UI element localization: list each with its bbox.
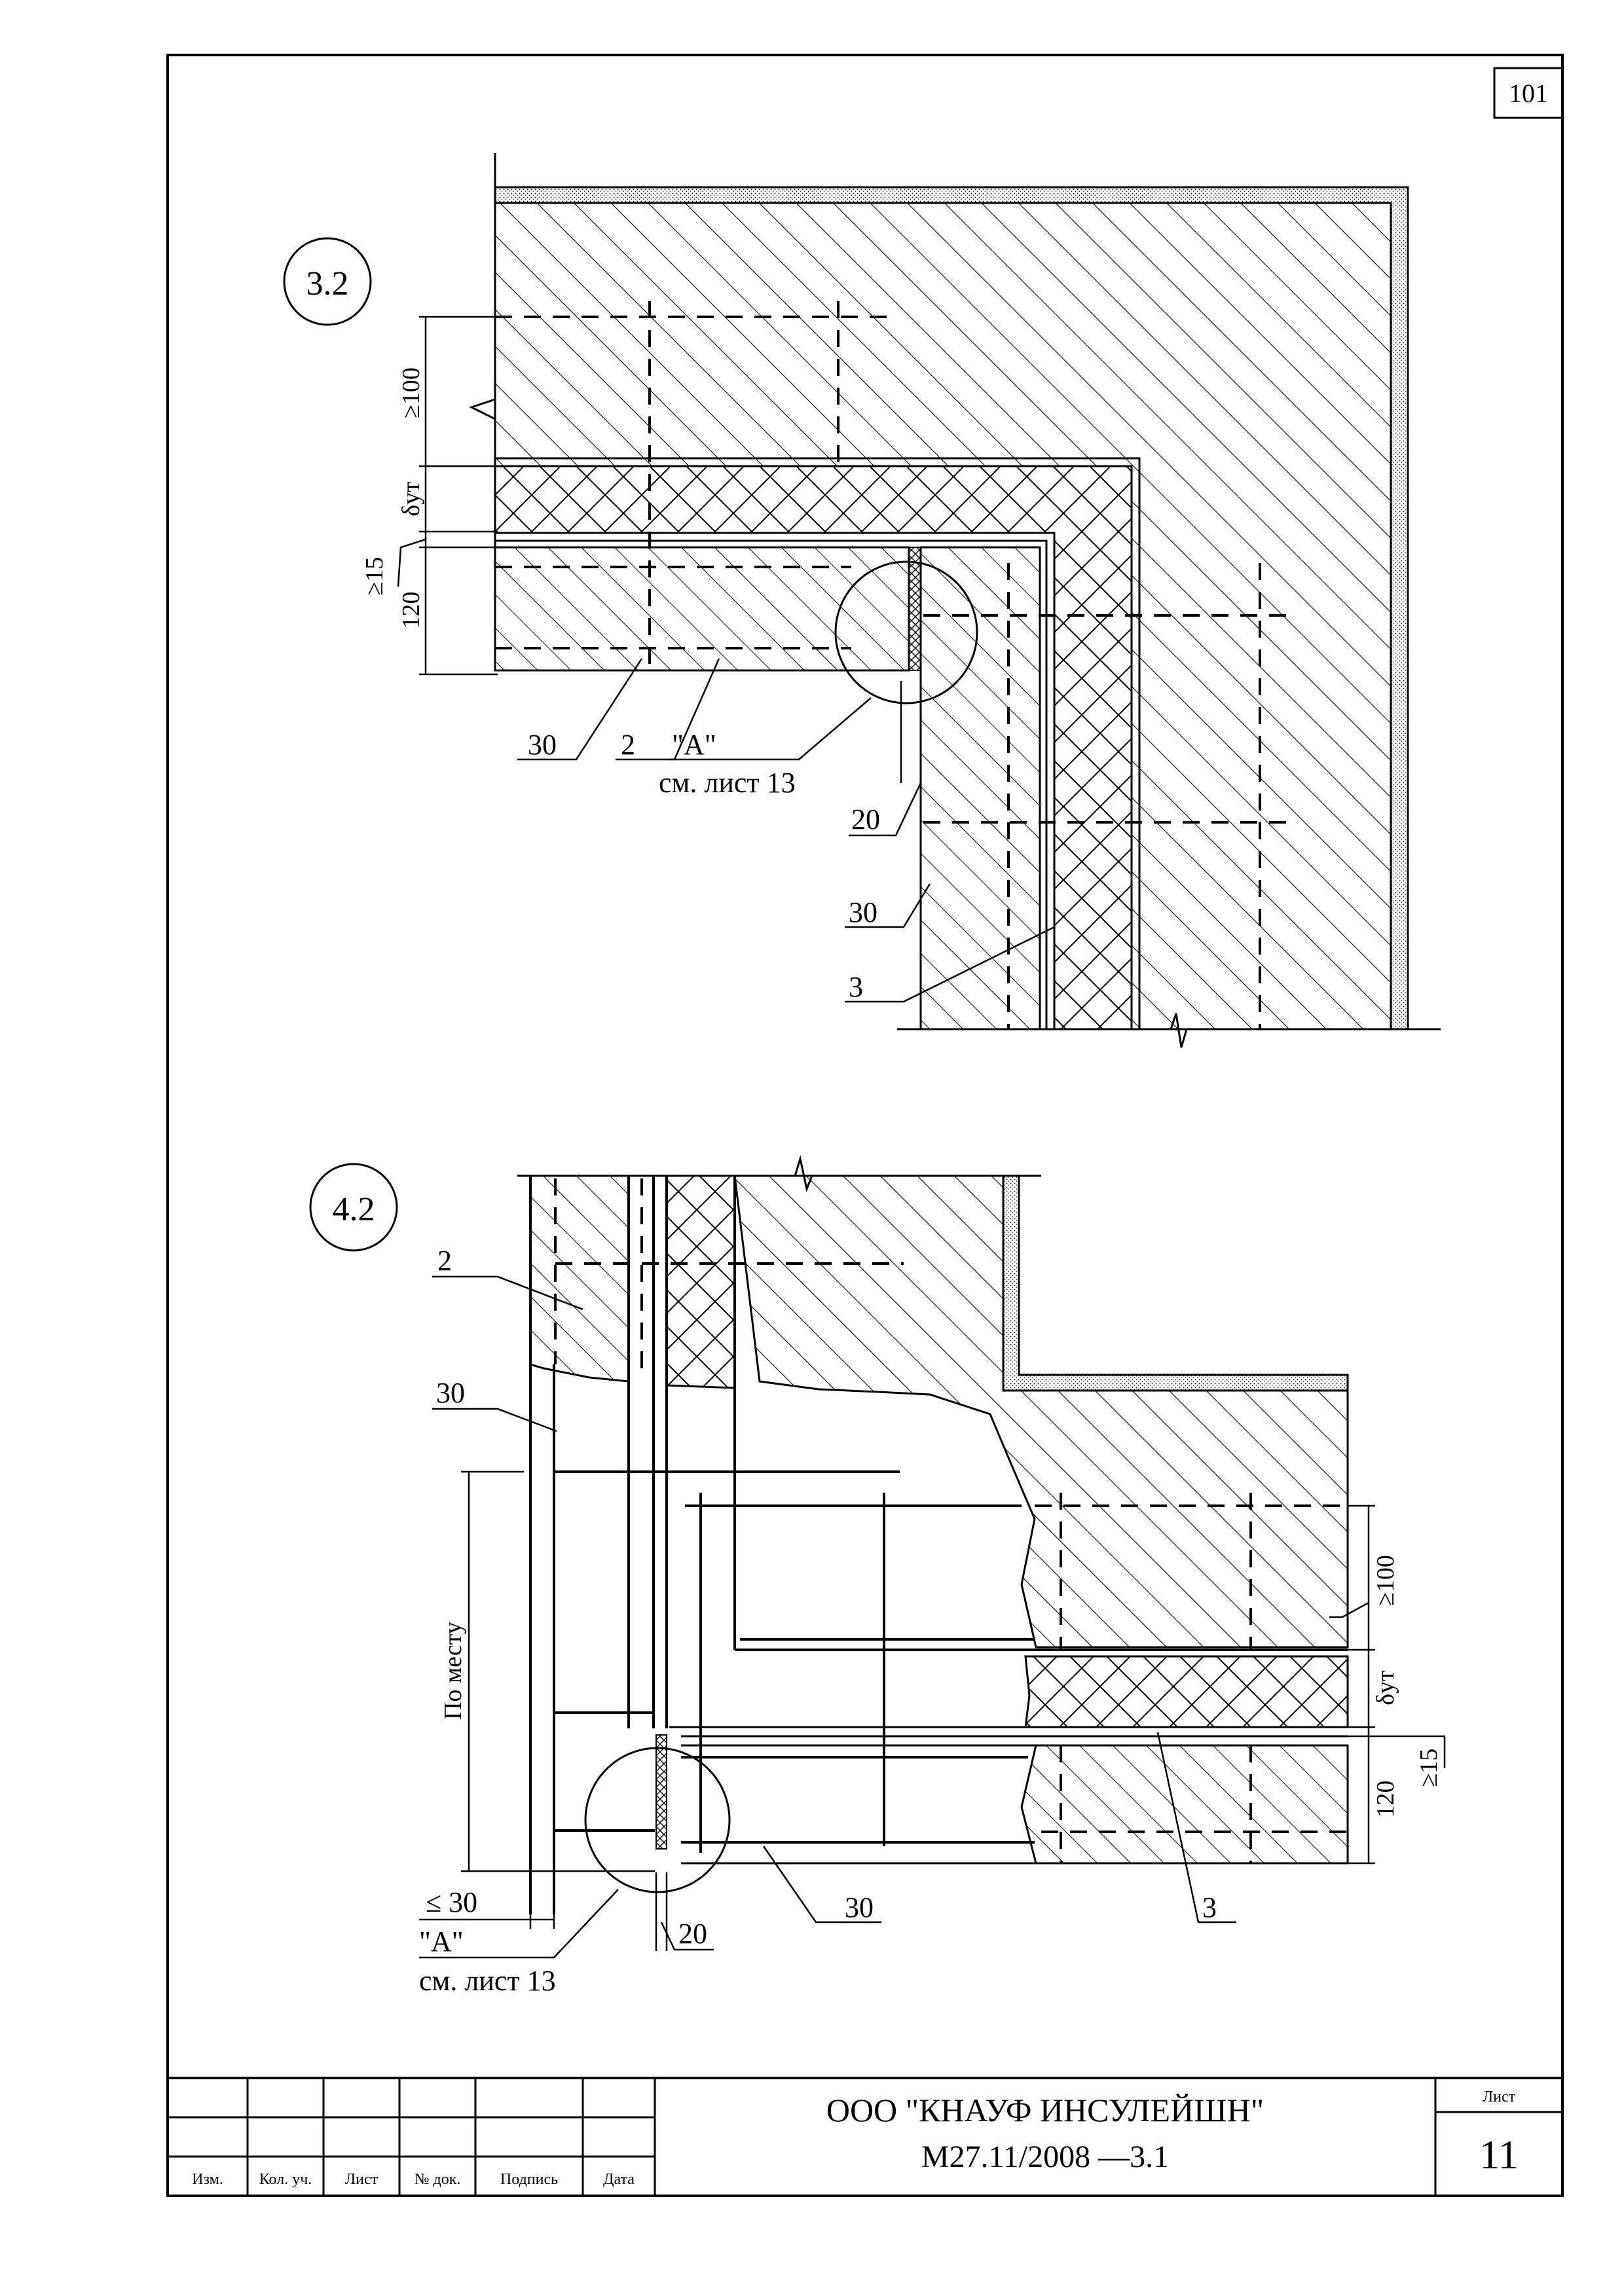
- header-signature: Подпись: [500, 2171, 558, 2188]
- document-code: М27.11/2008 —3.1: [921, 2140, 1169, 2174]
- label-30: 30: [528, 729, 557, 761]
- dim-min15: ≥15: [361, 557, 388, 596]
- label-ref-sheet: см. лист 13: [419, 1965, 556, 1997]
- header-izm: Изм.: [192, 2171, 223, 2188]
- dim-min15: ≥15: [1415, 1749, 1443, 1787]
- label-30-bottom: 30: [845, 1891, 874, 1923]
- header-date: Дата: [603, 2171, 635, 2188]
- page-number: 101: [1509, 79, 1548, 108]
- dim-20: 20: [678, 1918, 707, 1950]
- sheet-label: Лист: [1483, 2088, 1516, 2105]
- label-2: 2: [437, 1245, 452, 1277]
- dim-120: 120: [1372, 1781, 1399, 1818]
- dim-max30: ≤ 30: [426, 1886, 477, 1918]
- reinforcement-dashed: [554, 1178, 1348, 1863]
- callout-label: 4.2: [333, 1191, 375, 1228]
- sheet-number: 11: [1479, 2133, 1519, 2178]
- title-block: Изм. Кол. уч. Лист № док. Подпись Дата О…: [166, 2077, 1564, 2197]
- label-ref-a: "A": [419, 1925, 464, 1958]
- organization-name: ООО "КНАУФ ИНСУЛЕЙШН": [826, 2092, 1264, 2128]
- plaster-layer: [1002, 1175, 1349, 1392]
- dim-20: 20: [851, 803, 880, 835]
- dim-po-mestu: По месту: [439, 1622, 467, 1720]
- dimension-lines: [397, 316, 1055, 1003]
- callout-label: 3.2: [306, 265, 349, 302]
- facing-masonry: [529, 1175, 630, 1383]
- dim-insulation: δут: [397, 481, 425, 517]
- label-3: 3: [1202, 1891, 1217, 1923]
- insulation-layer: [665, 1175, 736, 1389]
- detail-callout-4-2: 4.2: [309, 1163, 398, 1252]
- header-doc-no: № док.: [415, 2171, 461, 2188]
- dim-insulation: δут: [1372, 1670, 1399, 1705]
- detail-callout-3-2: 3.2: [283, 237, 372, 326]
- dimension-lines: [419, 1275, 1446, 1959]
- detail-a-circle: [834, 560, 978, 704]
- dim-min100: ≥100: [1372, 1555, 1399, 1606]
- header-kol-uch: Кол. уч.: [259, 2171, 312, 2188]
- dim-min100: ≥100: [397, 367, 425, 418]
- wall-masonry: [733, 1175, 1349, 1649]
- detail-4-2: 4.2: [309, 1155, 1446, 1997]
- detail-a-circle: [584, 1747, 731, 1893]
- reinforcement-solid: [554, 1470, 1035, 1853]
- label-ref-sheet: см. лист 13: [659, 767, 796, 799]
- label-30-vertical: 30: [849, 896, 877, 928]
- label-3: 3: [849, 971, 863, 1003]
- reinforcement-dashed: [495, 301, 1287, 1029]
- label-ref-a: "A": [672, 729, 716, 761]
- detail-3-2: 3.2: [283, 153, 1441, 1048]
- label-30: 30: [436, 1377, 465, 1409]
- dim-120: 120: [397, 592, 425, 629]
- header-list: Лист: [345, 2171, 378, 2188]
- label-2: 2: [621, 729, 635, 761]
- facing-masonry-vertical: [919, 546, 1041, 1030]
